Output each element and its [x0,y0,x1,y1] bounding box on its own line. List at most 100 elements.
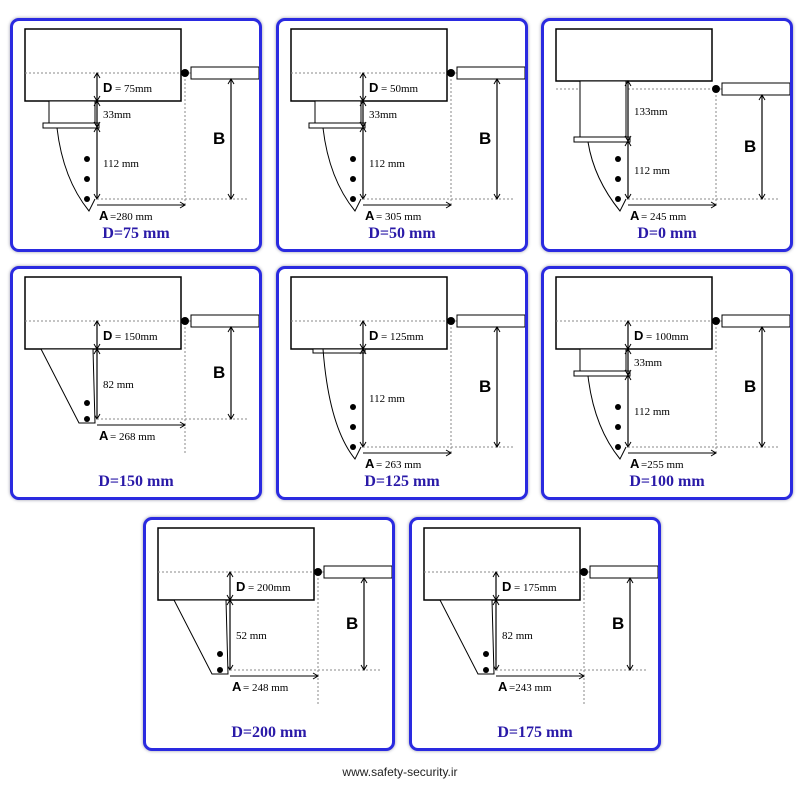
hole-dot [615,176,621,182]
d-label: D [502,579,511,594]
panel-caption: D=50 mm [368,225,436,242]
arrow-head [227,193,235,200]
d-value: = 175mm [514,582,557,594]
bracket-plate [312,348,366,354]
pivot-dot [447,317,455,325]
a-label: A [99,208,109,223]
arm-curve [322,127,362,212]
arrow-head [624,80,632,87]
arrow-head [492,599,500,606]
arrow-head [227,413,235,420]
arrow-head [758,441,766,448]
arrow-head [758,193,766,200]
a-label: A [99,428,109,443]
cabinet-box [423,527,581,601]
arrow-head [758,94,766,101]
hole-dot [217,667,223,673]
arrow-head [227,78,235,85]
arrow-head [493,193,501,200]
segment-label: 33mm [103,109,132,121]
pivot-dot [447,69,455,77]
hole-dot [84,400,90,406]
arrow-head [359,100,367,107]
cabinet-box [290,28,448,102]
a-label: A [630,456,640,471]
hole-dot [350,424,356,430]
hole-dot [615,424,621,430]
bracket-plate [573,136,631,143]
a-label: A [365,208,375,223]
a-value: = 248 mm [243,682,289,694]
arrow-head [359,72,367,79]
a-value: =280 mm [110,211,153,223]
hole-dot [84,416,90,422]
d-value: = 75mm [115,83,153,95]
a-value: = 245 mm [641,211,687,223]
hole-dot [615,404,621,410]
b-label: B [346,614,358,633]
segment-label: 133mm [634,106,668,118]
arrow-head [226,599,234,606]
hole-dot [350,156,356,162]
d-label: D [369,328,378,343]
arrow-head [360,577,368,584]
hole-dot [483,651,489,657]
gate-bar [456,66,525,80]
hole-dot [84,176,90,182]
arrow-head [624,348,632,355]
arrow-head [493,78,501,85]
arrow-head [359,126,367,133]
d-value: = 50mm [381,83,419,95]
website-footer[interactable]: www.safety-security.ir [342,765,458,779]
a-value: = 268 mm [110,431,156,443]
panel-caption: D=200 mm [231,724,307,741]
gate-bar [190,314,259,328]
arrow-head [359,348,367,355]
cabinet-box [157,527,315,601]
pivot-dot [181,317,189,325]
b-label: B [213,129,225,148]
d-value: = 150mm [115,331,158,343]
panel-caption: D=150 mm [98,473,174,490]
segment-label: 33mm [634,357,663,369]
a-label: A [630,208,640,223]
hole-dot [84,196,90,202]
pivot-dot [712,317,720,325]
cabinet-box [290,276,448,350]
bracket-plate [42,122,100,129]
segment-label: 112 mm [634,406,670,418]
pivot-dot [181,69,189,77]
hole-dot [350,444,356,450]
arrow-head [93,100,101,107]
arrow-head [179,421,186,429]
panel-caption: D=125 mm [364,473,440,490]
segment-label: 112 mm [103,158,139,170]
arrow-head [624,140,632,147]
pivot-dot [314,568,322,576]
arm-curve [322,348,362,460]
arm-plate [40,348,96,424]
gate-bar [589,565,658,579]
cabinet-box [555,28,713,82]
arrow-head [359,320,367,327]
bracket [579,80,627,142]
arrow-head [624,374,632,381]
a-label: A [498,679,508,694]
arrow-head [360,664,368,671]
d-label: D [103,328,112,343]
arm-curve [587,375,627,460]
segment-label: 82 mm [502,630,533,642]
d-label: D [236,579,245,594]
b-label: B [744,377,756,396]
a-value: = 263 mm [376,459,422,471]
panel-caption: D=0 mm [637,225,697,242]
